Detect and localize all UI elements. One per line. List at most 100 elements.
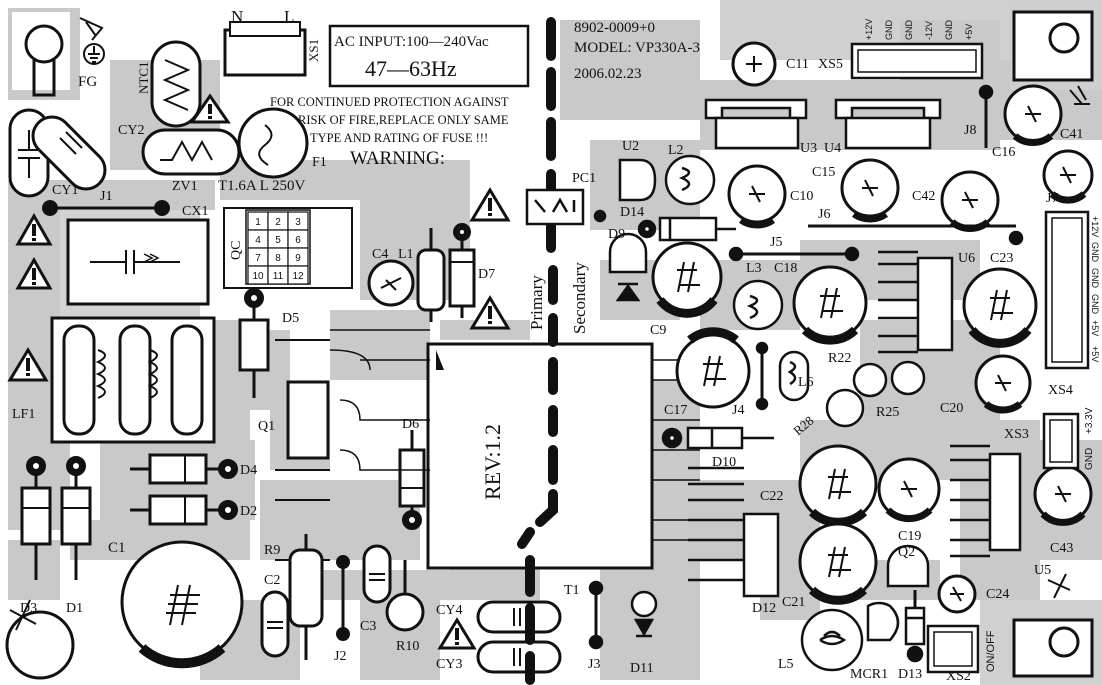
refdes-ntc1: NTC1 — [136, 62, 151, 95]
refdes-j4: J4 — [732, 403, 744, 418]
warning-title: WARNING: — [350, 148, 445, 169]
qc-cell-number: 11 — [273, 271, 284, 282]
model-label: MODEL: VP330A-3 — [574, 40, 700, 56]
refdes-j3: J3 — [588, 657, 600, 672]
refdes-pc1: PC1 — [572, 171, 596, 186]
refdes-d1: D1 — [66, 601, 83, 616]
refdes-cy2: CY2 — [118, 123, 144, 138]
refdes-n: N — [231, 7, 243, 26]
refdes-xs1: XS1 — [306, 39, 321, 62]
refdes-d13: D13 — [898, 667, 922, 682]
input-line-2: 47—63Hz — [365, 56, 457, 81]
refdes-c42: C42 — [912, 189, 935, 204]
refdes-c4: C4 — [372, 247, 388, 262]
qc-cell-number: 5 — [275, 235, 281, 246]
refdes-xs5: XS5 — [818, 57, 843, 72]
refdes-cy1: CY1 — [52, 183, 78, 198]
refdes-r22: R22 — [828, 351, 851, 366]
refdes-zv1: ZV1 — [172, 179, 198, 194]
refdes-l: L — [284, 7, 294, 26]
refdes-j8: J8 — [964, 123, 976, 138]
refdes-d9: D9 — [608, 227, 625, 242]
refdes-c19: C19 — [898, 529, 921, 544]
refdes-r25: R25 — [876, 405, 899, 420]
refdes-d12: D12 — [752, 601, 776, 616]
refdes-cy4: CY4 — [436, 603, 462, 618]
refdes-c24: C24 — [986, 587, 1009, 602]
refdes-d3: D3 — [20, 601, 37, 616]
refdes-c15: C15 — [812, 165, 835, 180]
date-label: 2006.02.23 — [574, 66, 642, 82]
refdes-u2: U2 — [622, 139, 639, 154]
xs5-pin-label: GND — [904, 20, 914, 41]
refdes-r10: R10 — [396, 639, 419, 654]
refdes-c22: C22 — [760, 489, 783, 504]
xs4-pin-label: +5V — [1090, 320, 1100, 336]
refdes-c16: C16 — [992, 145, 1015, 160]
warning-marks — [26, 104, 492, 645]
refdes-d10: D10 — [712, 455, 736, 470]
refdes-l5: L5 — [778, 657, 794, 672]
refdes-d4: D4 — [240, 463, 257, 478]
warning-line-1: FOR CONTINUED PROTECTION AGAINST — [270, 95, 509, 109]
warning-line-3: TYPE AND RATING OF FUSE !!! — [310, 131, 488, 145]
qc-cell-number: 8 — [275, 253, 281, 264]
qc-cell-number: 4 — [255, 235, 261, 246]
secondary-capacitors — [651, 41, 1094, 614]
ground-icon — [79, 17, 105, 65]
refdes-f1: F1 — [312, 155, 327, 170]
fuse-rating: T1.6A L 250V — [218, 178, 306, 194]
refdes-cy3: CY3 — [436, 657, 462, 672]
refdes-c3: C3 — [360, 619, 376, 634]
qc-cell-number: 7 — [255, 253, 261, 264]
refdes-q1: Q1 — [258, 419, 275, 434]
xs4-pin-label: GND — [1090, 294, 1100, 315]
refdes-lf1: LF1 — [12, 407, 35, 422]
refdes-d11: D11 — [630, 661, 654, 676]
xs3-pin-label: +3.3V — [1084, 407, 1095, 434]
refdes-d6: D6 — [402, 417, 419, 432]
input-line-1: AC INPUT:100—240Vac — [334, 34, 489, 50]
refdes-cx1: CX1 — [182, 204, 208, 219]
refdes-t1: T1 — [564, 583, 580, 598]
qc-cell-box — [287, 265, 309, 285]
qc-cell-number: 9 — [295, 253, 301, 264]
xs4-pin-label: GND — [1090, 268, 1100, 289]
qc-cell-number: 1 — [255, 217, 261, 228]
refdes-c21: C21 — [782, 595, 805, 610]
refdes-c43: C43 — [1050, 541, 1073, 556]
refdes-xs3: XS3 — [1004, 427, 1029, 442]
refdes-d2: D2 — [240, 504, 257, 519]
refdes-c17: C17 — [664, 403, 687, 418]
refdes-c10: C10 — [790, 189, 813, 204]
refdes-j6: J6 — [818, 207, 830, 222]
refdes-c23: C23 — [990, 251, 1013, 266]
refdes-l1: L1 — [398, 247, 414, 262]
refdes-r9: R9 — [264, 543, 280, 558]
refdes-c1: C1 — [108, 540, 126, 556]
board-revision: REV:1.2 — [480, 424, 505, 500]
refdes-j7: J7 — [1046, 191, 1058, 206]
xs3-pin-labels: GND+3.3V — [1084, 407, 1095, 470]
xs5-pin-label: GND — [944, 20, 954, 41]
qc-cell-number: 6 — [295, 235, 301, 246]
xs5-pin-label: -12V — [924, 21, 934, 40]
xs4-pin-label: GND — [1090, 242, 1100, 263]
refdes-u3: U3 — [800, 141, 817, 156]
warning-line-2: RISK OF FIRE,REPLACE ONLY SAME — [298, 113, 509, 127]
transformer-t1 — [329, 329, 700, 570]
feedback-section — [525, 154, 736, 302]
qc-cell-number: 2 — [275, 217, 281, 228]
secondary-label: Secondary — [570, 262, 589, 334]
refdes-c11: C11 — [786, 57, 809, 72]
refdes-c18: C18 — [774, 261, 797, 276]
refdes-d14: D14 — [620, 205, 644, 220]
refdes-u5: U5 — [1034, 563, 1051, 578]
input-section — [8, 21, 562, 674]
qc-cell-number: 10 — [252, 271, 264, 282]
refdes-xs2: XS2 — [946, 669, 971, 684]
